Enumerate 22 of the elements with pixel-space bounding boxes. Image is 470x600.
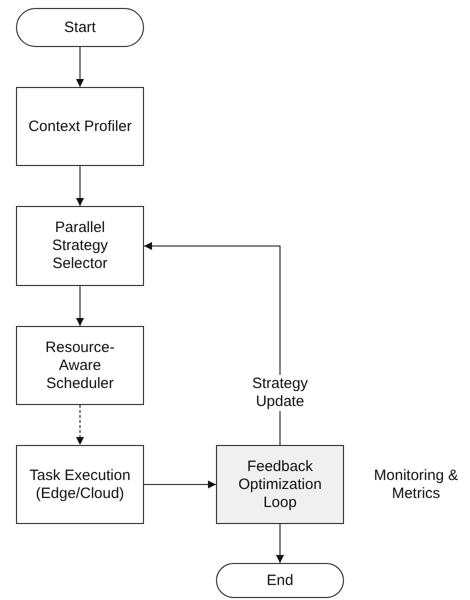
arrow <box>76 404 84 446</box>
arrow <box>76 286 84 326</box>
process-box <box>216 445 344 524</box>
node-label: Resource-Aware Scheduler <box>44 338 116 392</box>
arrow <box>144 480 216 488</box>
process-box <box>16 87 144 166</box>
arrow <box>144 242 280 446</box>
terminal-shape <box>16 8 144 47</box>
node-label: Task Execution (Edge/Cloud) <box>28 466 132 502</box>
terminal-shape <box>216 563 344 598</box>
node-label: Parallel Strategy Selector <box>51 219 109 273</box>
node-label: End <box>266 572 294 590</box>
process-box <box>16 206 144 286</box>
node-label: Feedback Optimization Loop <box>237 458 323 512</box>
process-box <box>16 326 144 405</box>
annotation-text: Monitoring & Metrics <box>372 466 460 502</box>
arrow <box>76 46 84 88</box>
process-box <box>16 445 144 524</box>
arrow <box>76 166 84 206</box>
node-label: Start <box>64 18 96 36</box>
arrow <box>276 524 284 564</box>
node-label: Context Profiler <box>28 118 132 136</box>
